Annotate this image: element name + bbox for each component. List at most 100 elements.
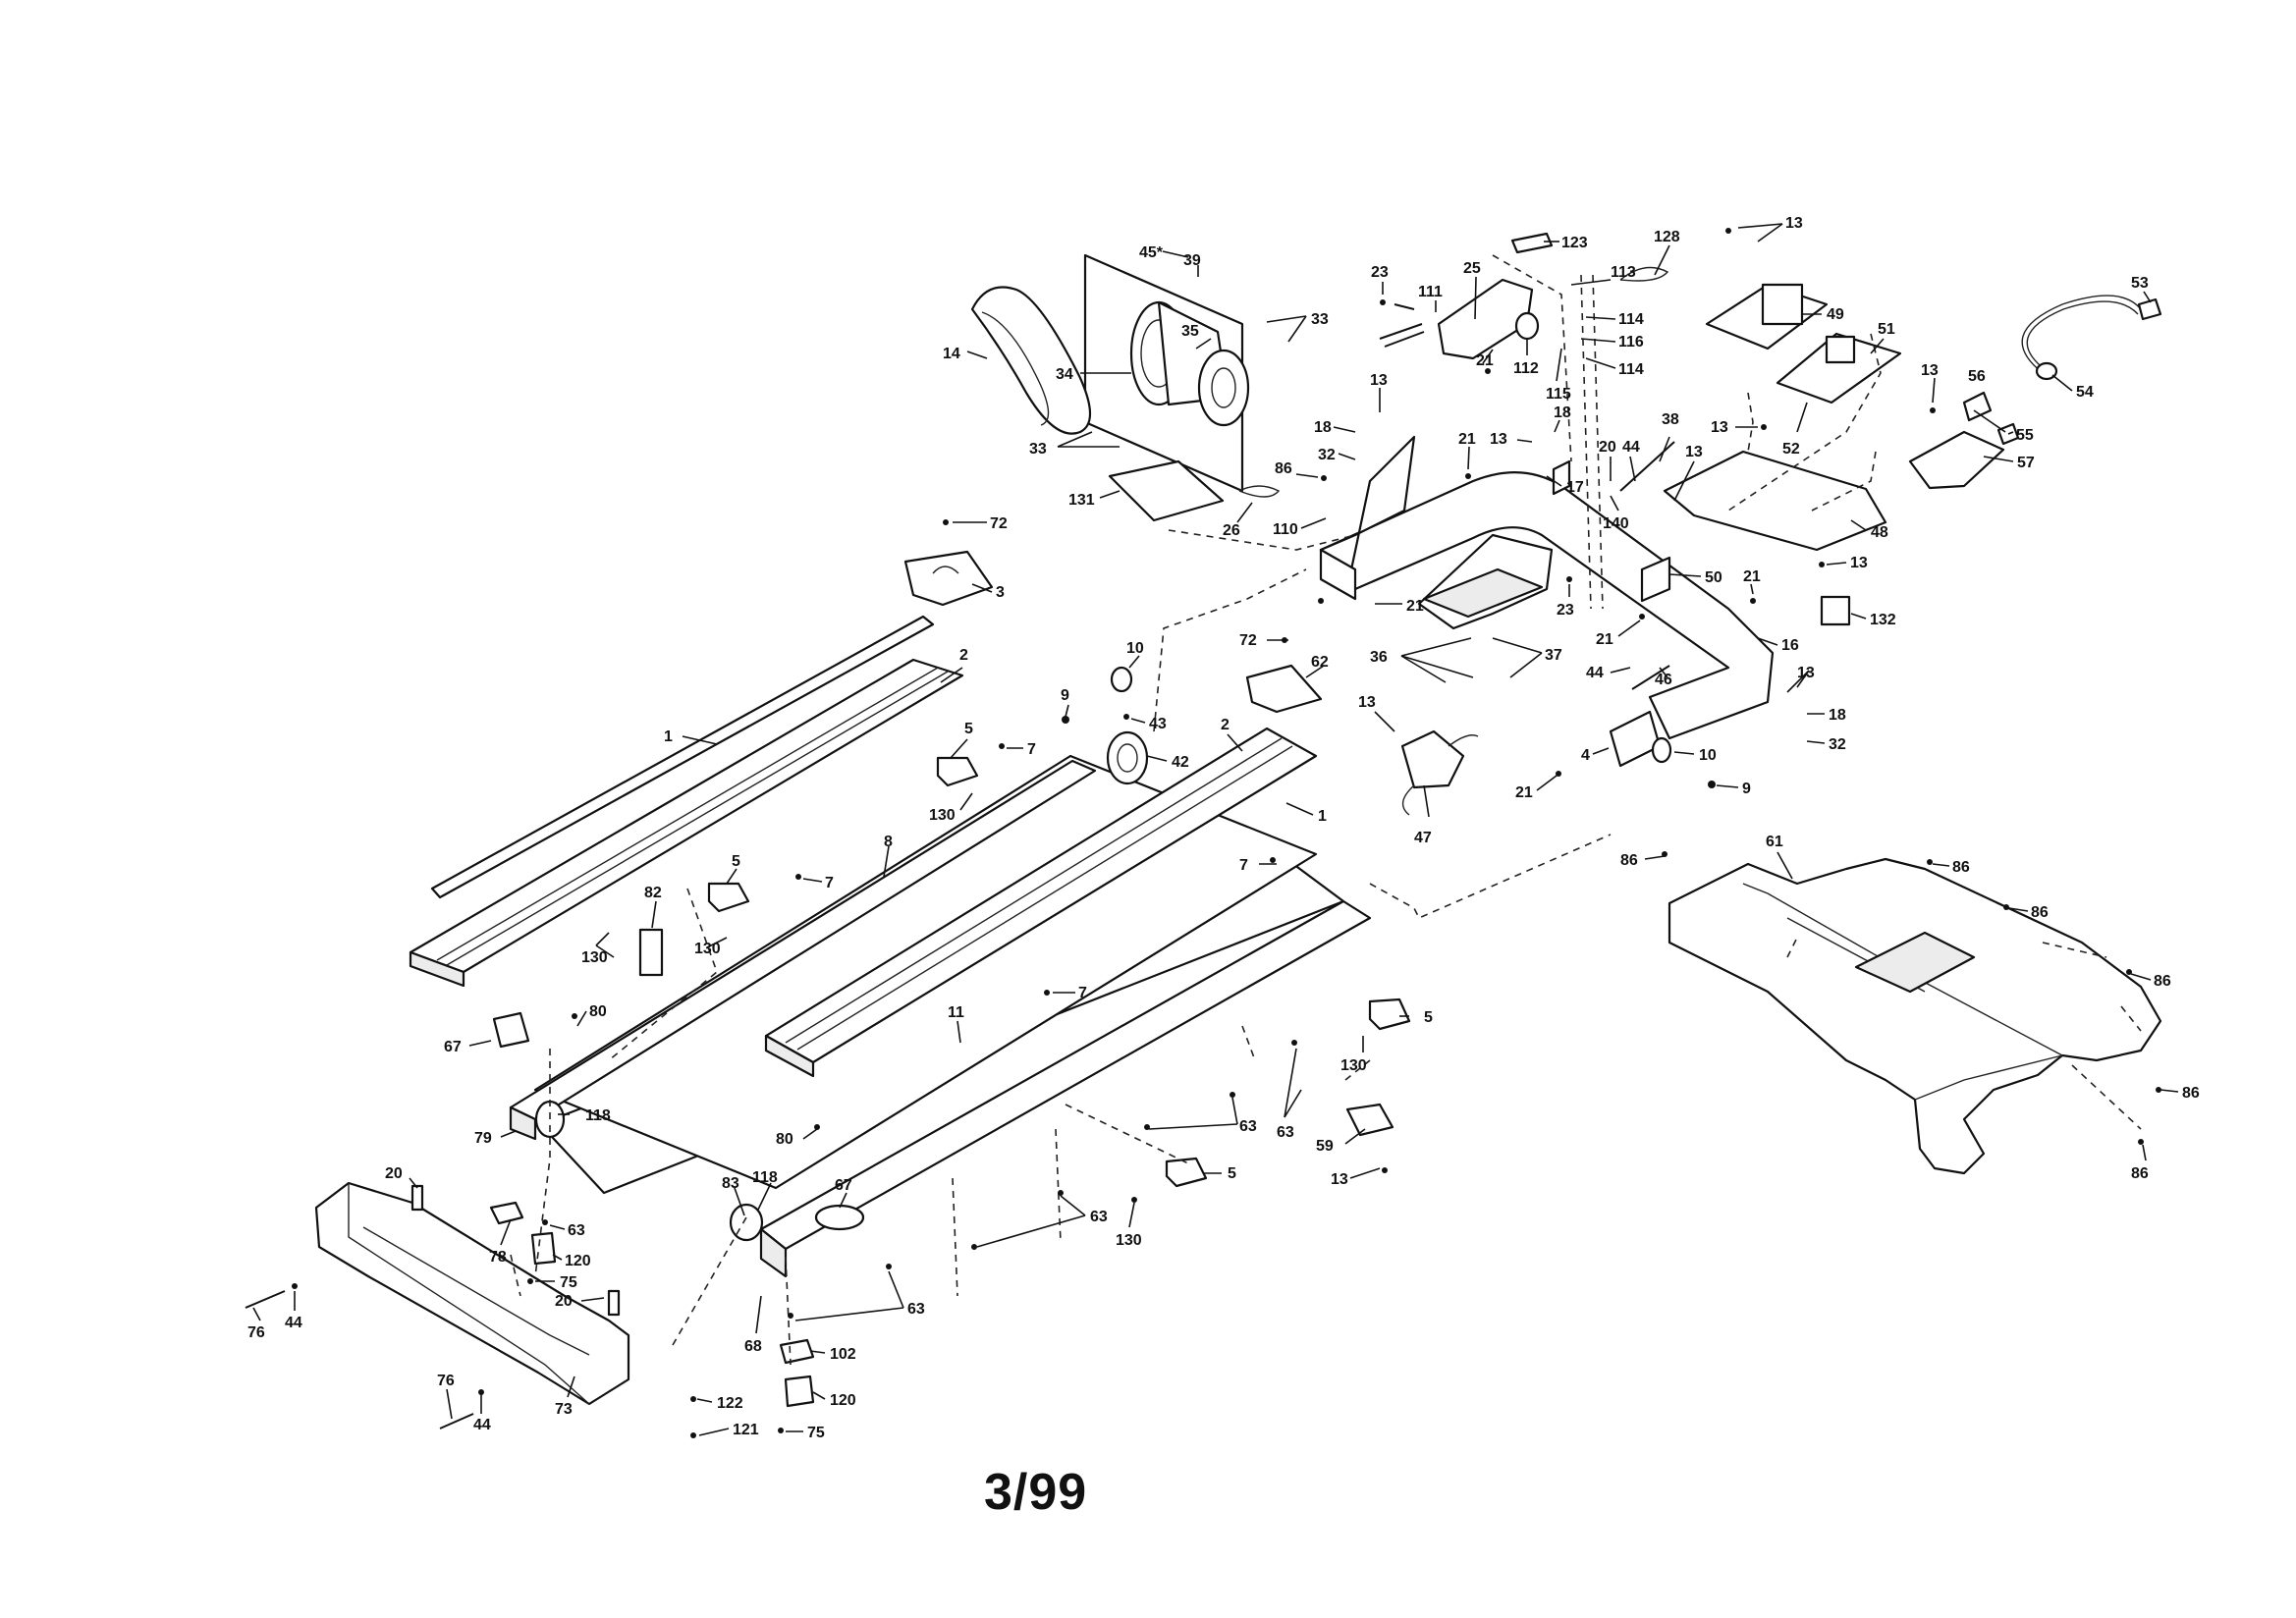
wheel-10-right: [1651, 736, 1672, 764]
callout-78: 78: [489, 1249, 507, 1266]
drive-belt: [970, 286, 1091, 435]
callout-49: 49: [1827, 306, 1844, 323]
wheel-10-left: [1110, 666, 1133, 693]
callout-9: 9: [1742, 781, 1751, 797]
screw-63c: [1291, 1040, 1297, 1046]
callout-13: 13: [1921, 362, 1939, 379]
left-side-rail-strip: [430, 615, 935, 899]
screw-21f: [1556, 771, 1561, 777]
callout-2: 2: [959, 647, 968, 664]
callout-53: 53: [2131, 275, 2149, 292]
callout-73: 73: [555, 1401, 573, 1418]
callout-10: 10: [1126, 640, 1144, 657]
rear-foot-left: [492, 1011, 530, 1049]
page-code: 3/99: [984, 1464, 1088, 1521]
deck-isolator-rear-right: [1165, 1157, 1208, 1188]
callout-63: 63: [1239, 1118, 1257, 1135]
strain-relief-54: [2035, 361, 2058, 381]
screw-13e: [1382, 1167, 1388, 1173]
shaft-46: [1631, 665, 1670, 690]
callout-26: 26: [1223, 522, 1240, 539]
callout-32: 32: [1829, 736, 1846, 753]
callout-86: 86: [2182, 1085, 2200, 1102]
callout-18: 18: [1554, 404, 1571, 421]
left-rail-cover-side: [409, 950, 465, 988]
side-frame-rail-face: [759, 1227, 788, 1278]
plug-53: [2137, 297, 2162, 321]
screw-121: [690, 1432, 696, 1438]
screw-86d: [2003, 904, 2009, 910]
right-rail-cover-side: [764, 1034, 815, 1078]
callout-80: 80: [776, 1131, 793, 1148]
callout-62: 62: [1311, 654, 1329, 671]
callout-72: 72: [990, 515, 1008, 532]
callout-25: 25: [1463, 260, 1481, 277]
motor-cradle-floor: [1422, 567, 1544, 619]
screw-9b: [1708, 781, 1716, 788]
bracket-17: [1552, 459, 1571, 496]
callout-120: 120: [830, 1392, 856, 1409]
screw-13b: [1761, 424, 1767, 430]
screw-86g: [2138, 1139, 2144, 1145]
screw-63g: [788, 1313, 793, 1319]
callout-112: 112: [1513, 360, 1539, 377]
screw-63a: [1144, 1124, 1150, 1130]
callout-23: 23: [1371, 264, 1389, 281]
callout-122: 122: [717, 1395, 743, 1412]
rail-end-cap-3: [903, 550, 994, 607]
callout-63: 63: [907, 1301, 925, 1318]
callout-50: 50: [1705, 569, 1722, 586]
upright-frame: [1110, 435, 1775, 816]
callout-114: 114: [1618, 311, 1644, 328]
callout-57: 57: [2017, 455, 2035, 471]
bottom-foot-120a: [530, 1231, 557, 1266]
motor-bracket-131: [1108, 459, 1225, 522]
screw-130: [1131, 1197, 1137, 1203]
callout-34: 34: [1056, 366, 1073, 383]
cable-128: [1619, 266, 1669, 282]
callout-1: 1: [664, 728, 673, 745]
callout-21: 21: [1515, 784, 1533, 801]
callout-21: 21: [1596, 631, 1613, 648]
screw-63f: [542, 1219, 548, 1225]
callout-102: 102: [830, 1346, 856, 1363]
callout-118: 118: [585, 1107, 611, 1124]
callout-20: 20: [1599, 439, 1616, 456]
leader-lines: [252, 223, 2179, 1436]
callout-13: 13: [1370, 372, 1388, 389]
callout-110: 110: [1273, 521, 1298, 538]
callout-18: 18: [1314, 419, 1332, 436]
callout-36: 36: [1370, 649, 1388, 666]
callout-67: 67: [835, 1177, 852, 1194]
screw-21a: [1318, 598, 1324, 604]
callout-11: 11: [948, 1004, 964, 1021]
roller-guard: [814, 1204, 865, 1231]
screw-23b: [1566, 576, 1572, 582]
callout-56: 56: [1968, 368, 1986, 385]
callout-13: 13: [1490, 431, 1507, 448]
screw-23a: [1380, 299, 1386, 305]
screw-80b: [814, 1124, 820, 1130]
callout-5: 5: [964, 721, 973, 737]
screw-9a: [1062, 716, 1069, 724]
callout-23: 23: [1557, 602, 1574, 619]
callout-45: 45*: [1139, 244, 1164, 261]
callout-54: 54: [2076, 384, 2094, 401]
bottom-bracket-102: [779, 1338, 815, 1365]
callout-3: 3: [996, 584, 1005, 601]
left-side-rail-assembly: [409, 550, 994, 988]
callout-4: 4: [1581, 747, 1590, 764]
screw-86a: [1321, 475, 1327, 481]
callout-13: 13: [1850, 555, 1868, 571]
screw-86e: [2126, 969, 2132, 975]
callout-113: 113: [1611, 264, 1636, 281]
callout-51: 51: [1878, 321, 1895, 338]
callout-21: 21: [1476, 352, 1494, 369]
callout-80: 80: [589, 1003, 607, 1020]
upright-right-foot: [1609, 710, 1662, 768]
relay-132: [1820, 595, 1851, 626]
screw-44b: [478, 1389, 484, 1395]
callout-130: 130: [1340, 1057, 1367, 1074]
bracket-62: [1245, 664, 1323, 714]
